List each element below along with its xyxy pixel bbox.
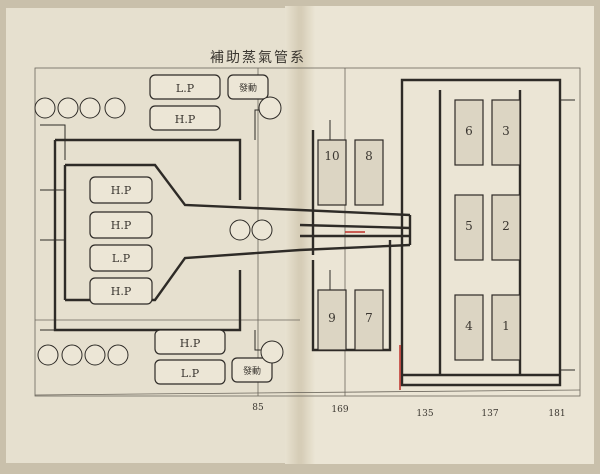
svg-text:H.P: H.P: [111, 285, 132, 298]
svg-text:5: 5: [465, 219, 473, 233]
frame-number: 135: [416, 409, 433, 419]
pump-circles: [34, 96, 284, 366]
svg-text:9: 9: [328, 311, 336, 325]
diagram-title: 補助蒸氣管系: [210, 50, 306, 66]
engine-box: 發動: [231, 357, 273, 383]
engine-box: H.P: [149, 105, 221, 131]
svg-text:L.P: L.P: [181, 367, 200, 380]
svg-text:1: 1: [502, 319, 510, 333]
boiler-box: 5: [454, 194, 484, 261]
frame-number: 169: [331, 405, 348, 415]
boiler-box: 4: [454, 294, 484, 361]
svg-text:8: 8: [365, 149, 373, 163]
boiler-box: 6: [454, 99, 484, 166]
frame-number: 85: [252, 403, 264, 413]
boiler-box: 3: [491, 99, 521, 166]
svg-text:發動: 發動: [239, 82, 257, 94]
svg-text:2: 2: [502, 219, 510, 233]
engine-box: 發動: [227, 74, 269, 100]
svg-text:7: 7: [365, 311, 373, 325]
engine-box: L.P: [149, 74, 221, 100]
svg-text:4: 4: [465, 319, 473, 333]
red-mark: [345, 231, 401, 390]
boiler-box: 8: [354, 139, 384, 206]
engine-box: H.P: [89, 176, 153, 204]
svg-text:H.P: H.P: [180, 337, 201, 350]
boiler-box: 9: [317, 289, 347, 351]
engine-box: H.P: [89, 211, 153, 239]
svg-text:3: 3: [502, 124, 510, 138]
svg-text:發動: 發動: [243, 365, 261, 377]
engine-box: H.P: [154, 329, 226, 355]
boiler-box: 2: [491, 194, 521, 261]
svg-text:L.P: L.P: [176, 82, 195, 95]
svg-text:6: 6: [465, 124, 473, 138]
boiler-box: 7: [354, 289, 384, 351]
frame-number: 137: [481, 409, 498, 419]
frame-number: 181: [548, 409, 565, 419]
engine-box: L.P: [89, 244, 153, 272]
svg-text:10: 10: [324, 149, 339, 163]
svg-text:H.P: H.P: [175, 113, 196, 126]
engine-box: H.P: [89, 277, 153, 305]
boiler-box: 10: [317, 139, 347, 206]
boiler-box: 1: [491, 294, 521, 361]
svg-text:L.P: L.P: [112, 252, 131, 265]
engine-box: L.P: [154, 359, 226, 385]
svg-text:H.P: H.P: [111, 184, 132, 197]
svg-text:H.P: H.P: [111, 219, 132, 232]
